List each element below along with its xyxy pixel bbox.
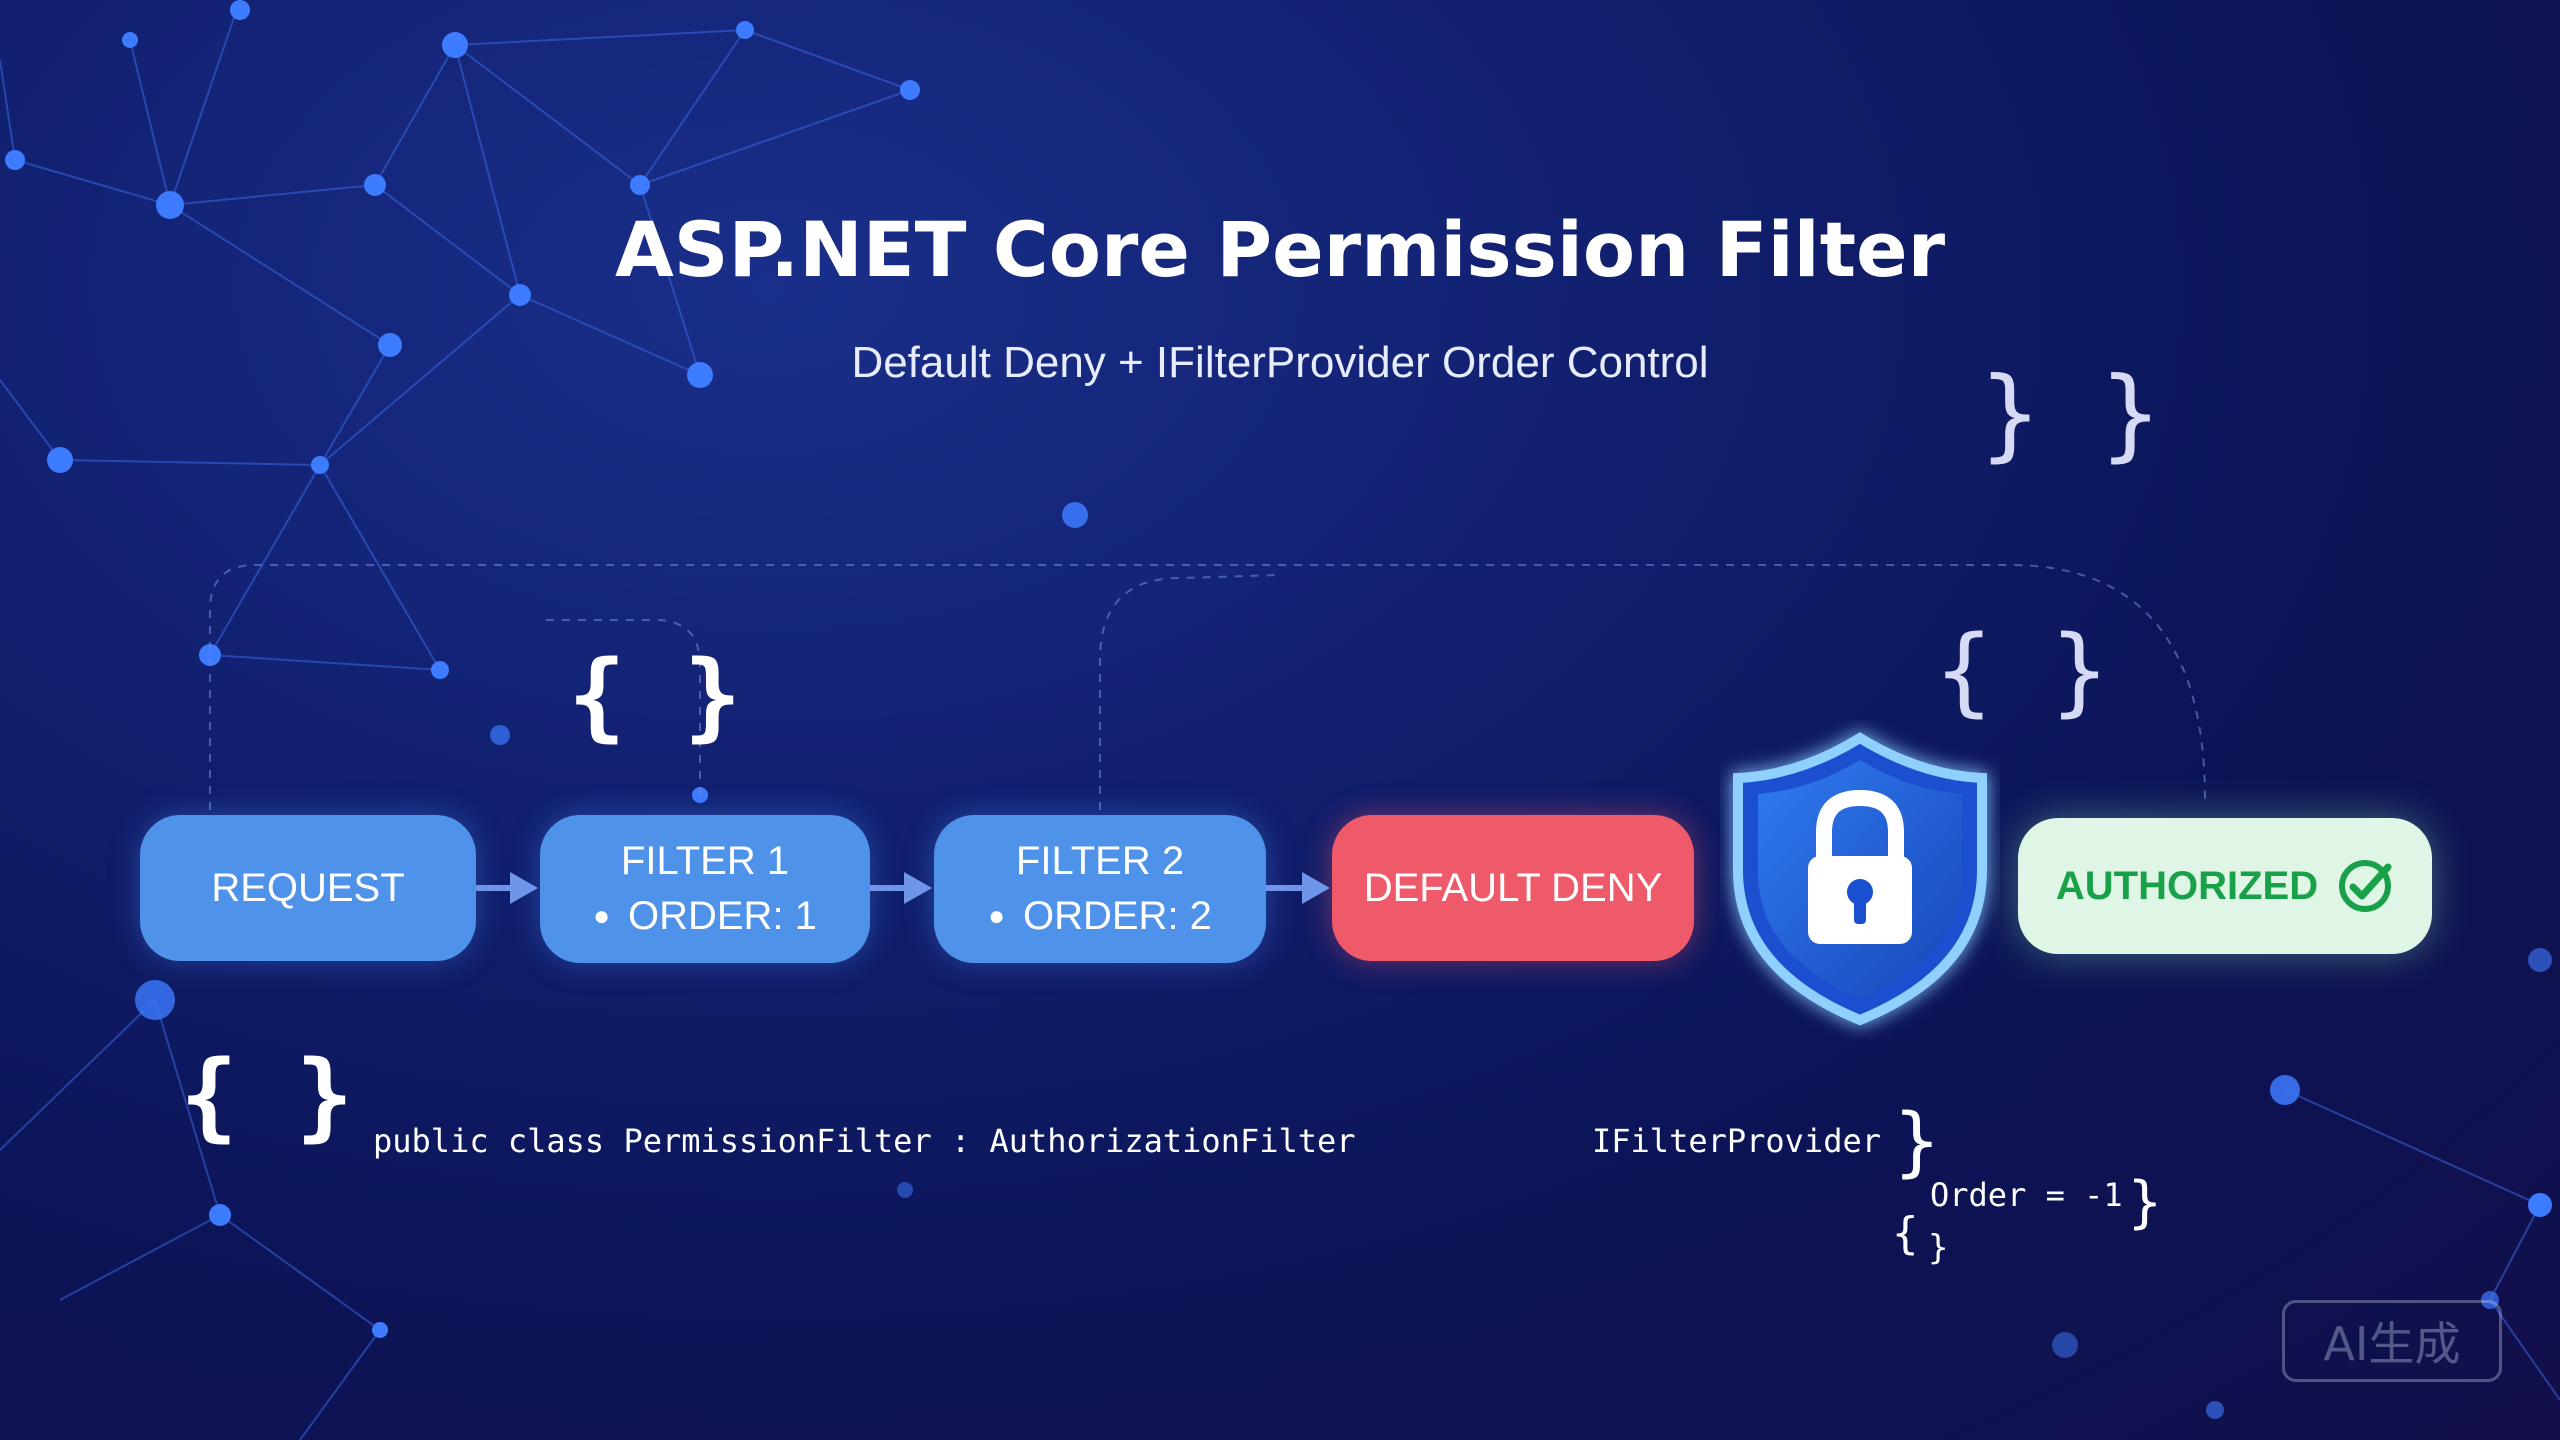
filter1-node: FILTER 1 ● ORDER: 1 bbox=[540, 815, 870, 963]
authorized-label: AUTHORIZED bbox=[2055, 863, 2319, 908]
filter2-name: FILTER 2 bbox=[1015, 839, 1185, 883]
page-subtitle: Default Deny + IFilterProvider Order Con… bbox=[851, 338, 1709, 387]
class-declaration: public class PermissionFilter : Authoriz… bbox=[373, 1122, 1356, 1160]
brace-decoration: } bbox=[1928, 1228, 1949, 1268]
authorized-node: AUTHORIZED bbox=[2018, 818, 2432, 954]
order-text: Order = -1 bbox=[1930, 1176, 2123, 1214]
shield-lock-icon bbox=[1733, 732, 1987, 1026]
bullet-icon: ● bbox=[593, 900, 610, 931]
brace-decoration: { } bbox=[1935, 615, 2109, 727]
brace-decoration: { bbox=[1892, 1208, 1919, 1259]
filter2-order: ORDER: 2 bbox=[1022, 894, 1212, 938]
request-label: REQUEST bbox=[211, 865, 405, 910]
arrow-right-icon bbox=[1266, 872, 1330, 904]
filter1-name: FILTER 1 bbox=[620, 839, 790, 883]
bullet-icon: ● bbox=[988, 900, 1005, 931]
brace-decoration: } bbox=[1894, 1096, 1940, 1185]
arrow-right-icon bbox=[870, 872, 932, 904]
filter-provider-text: IFilterProvider bbox=[1592, 1122, 1881, 1160]
brace-decoration: { } bbox=[180, 1040, 354, 1152]
page-title: ASP.NET Core Permission Filter bbox=[614, 205, 1946, 294]
brace-decoration: } bbox=[2128, 1170, 2162, 1235]
filter1-order: ORDER: 1 bbox=[627, 894, 817, 938]
default-deny-label: DEFAULT DENY bbox=[1363, 865, 1663, 910]
brace-decoration: } } bbox=[1980, 355, 2161, 472]
brace-decoration: { } bbox=[568, 640, 742, 752]
check-circle-icon bbox=[2339, 860, 2392, 912]
default-deny-node: DEFAULT DENY bbox=[1332, 815, 1694, 961]
filter2-node: FILTER 2 ● ORDER: 2 bbox=[934, 815, 1266, 963]
arrow-right-icon bbox=[476, 872, 538, 904]
ai-generated-badge: AI生成 bbox=[2282, 1300, 2502, 1382]
request-node: REQUEST bbox=[140, 815, 476, 961]
